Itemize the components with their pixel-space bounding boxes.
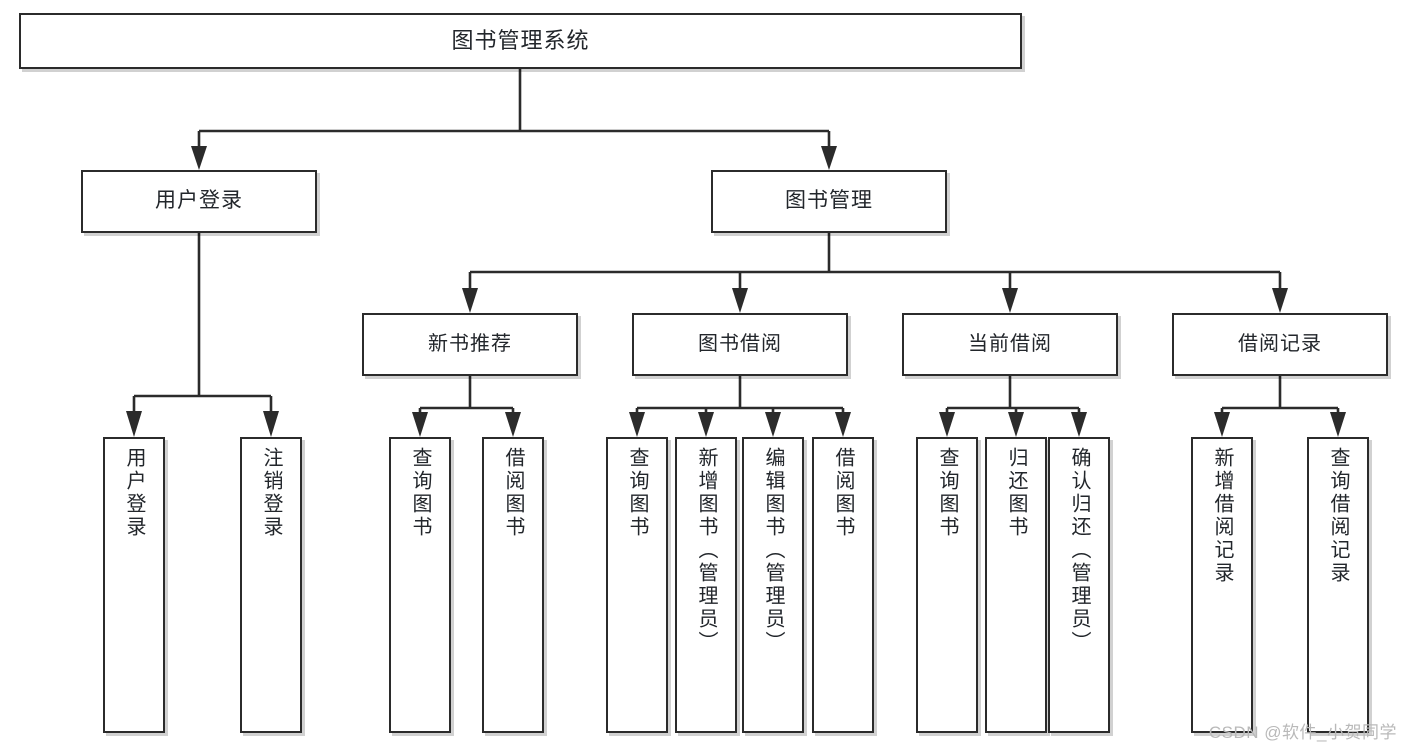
node-label: 借阅图书 — [502, 447, 524, 539]
node-label: 查询图书 — [626, 447, 648, 539]
node-label: 编辑图书（管理员） — [762, 447, 784, 654]
node-leaf-edit-book-admin[interactable]: 编辑图书（管理员） — [742, 437, 804, 733]
node-label: 借阅图书 — [832, 447, 854, 539]
node-root-system[interactable]: 图书管理系统 — [19, 13, 1022, 69]
node-label: 用户登录 — [155, 189, 243, 213]
node-leaf-query-borrow-record[interactable]: 查询借阅记录 — [1307, 437, 1369, 733]
node-label: 新书推荐 — [428, 333, 512, 355]
node-label: 查询图书 — [409, 447, 431, 539]
node-label: 图书管理 — [785, 189, 873, 213]
watermark: CSDN @软件_小贺同学 — [1208, 723, 1397, 742]
node-leaf-borrow-book[interactable]: 借阅图书 — [812, 437, 874, 733]
node-label: 新增借阅记录 — [1211, 447, 1233, 585]
node-leaf-user-login[interactable]: 用户登录 — [103, 437, 165, 733]
node-leaf-return-book[interactable]: 归还图书 — [985, 437, 1047, 733]
node-leaf-query-book-borrow[interactable]: 查询图书 — [606, 437, 668, 733]
node-leaf-add-borrow-record[interactable]: 新增借阅记录 — [1191, 437, 1253, 733]
node-label: 确认归还（管理员） — [1068, 447, 1090, 654]
node-label: 注销登录 — [260, 447, 282, 539]
node-label: 图书管理系统 — [451, 28, 590, 54]
node-new-book-recommend[interactable]: 新书推荐 — [362, 313, 578, 376]
node-label: 用户登录 — [123, 447, 145, 539]
node-label: 借阅记录 — [1238, 333, 1322, 355]
node-leaf-logout[interactable]: 注销登录 — [240, 437, 302, 733]
node-leaf-add-book-admin[interactable]: 新增图书（管理员） — [675, 437, 737, 733]
node-borrow-record[interactable]: 借阅记录 — [1172, 313, 1388, 376]
node-book-borrow[interactable]: 图书借阅 — [632, 313, 848, 376]
node-label: 新增图书（管理员） — [695, 447, 717, 654]
node-label: 图书借阅 — [698, 333, 782, 355]
node-label: 查询借阅记录 — [1327, 447, 1349, 585]
node-label: 归还图书 — [1005, 447, 1027, 539]
node-leaf-borrow-book-recommend[interactable]: 借阅图书 — [482, 437, 544, 733]
node-leaf-confirm-return-admin[interactable]: 确认归还（管理员） — [1048, 437, 1110, 733]
node-leaf-query-book-recommend[interactable]: 查询图书 — [389, 437, 451, 733]
node-label: 查询图书 — [936, 447, 958, 539]
node-label: 当前借阅 — [968, 333, 1052, 355]
node-book-management[interactable]: 图书管理 — [711, 170, 947, 233]
node-user-login[interactable]: 用户登录 — [81, 170, 317, 233]
node-leaf-query-book-current[interactable]: 查询图书 — [916, 437, 978, 733]
node-current-borrow[interactable]: 当前借阅 — [902, 313, 1118, 376]
